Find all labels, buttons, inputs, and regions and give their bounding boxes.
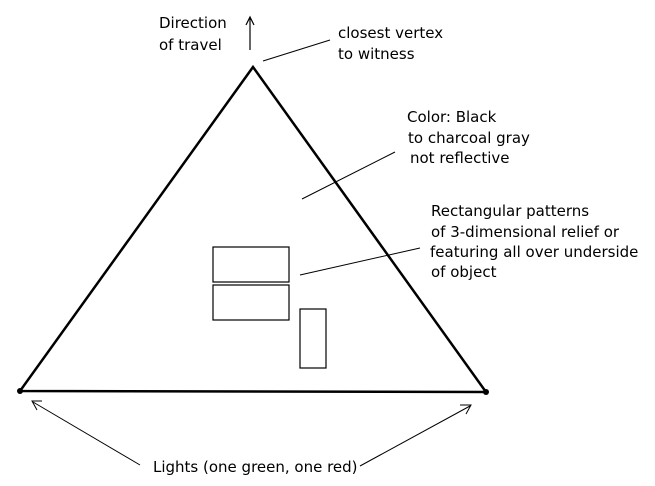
lights-label: Lights (one green, one red): [153, 458, 358, 476]
patterns-pointer-line: [299, 247, 421, 276]
vertex-pointer-line: [262, 39, 331, 62]
color-label: Color: Black to charcoal gray not reflec…: [407, 108, 535, 167]
patterns-label: Rectangular patterns of 3-dimensional re…: [430, 202, 643, 281]
light-left-dot: [17, 388, 23, 394]
triangle-outline: [17, 64, 489, 394]
pattern-rect-vertical: [299, 308, 327, 369]
light-right-dot: [483, 389, 489, 395]
vertex-label: closest vertex to witness: [338, 24, 448, 63]
color-pointer-line: [301, 151, 396, 200]
light-right-arrow-icon: [359, 404, 472, 467]
arrow-up-icon: [245, 15, 255, 50]
light-left-arrow-icon: [31, 400, 141, 466]
direction-label: Direction of travel: [159, 14, 232, 54]
pattern-rect-middle: [212, 284, 290, 321]
pattern-rect-top: [212, 246, 290, 283]
